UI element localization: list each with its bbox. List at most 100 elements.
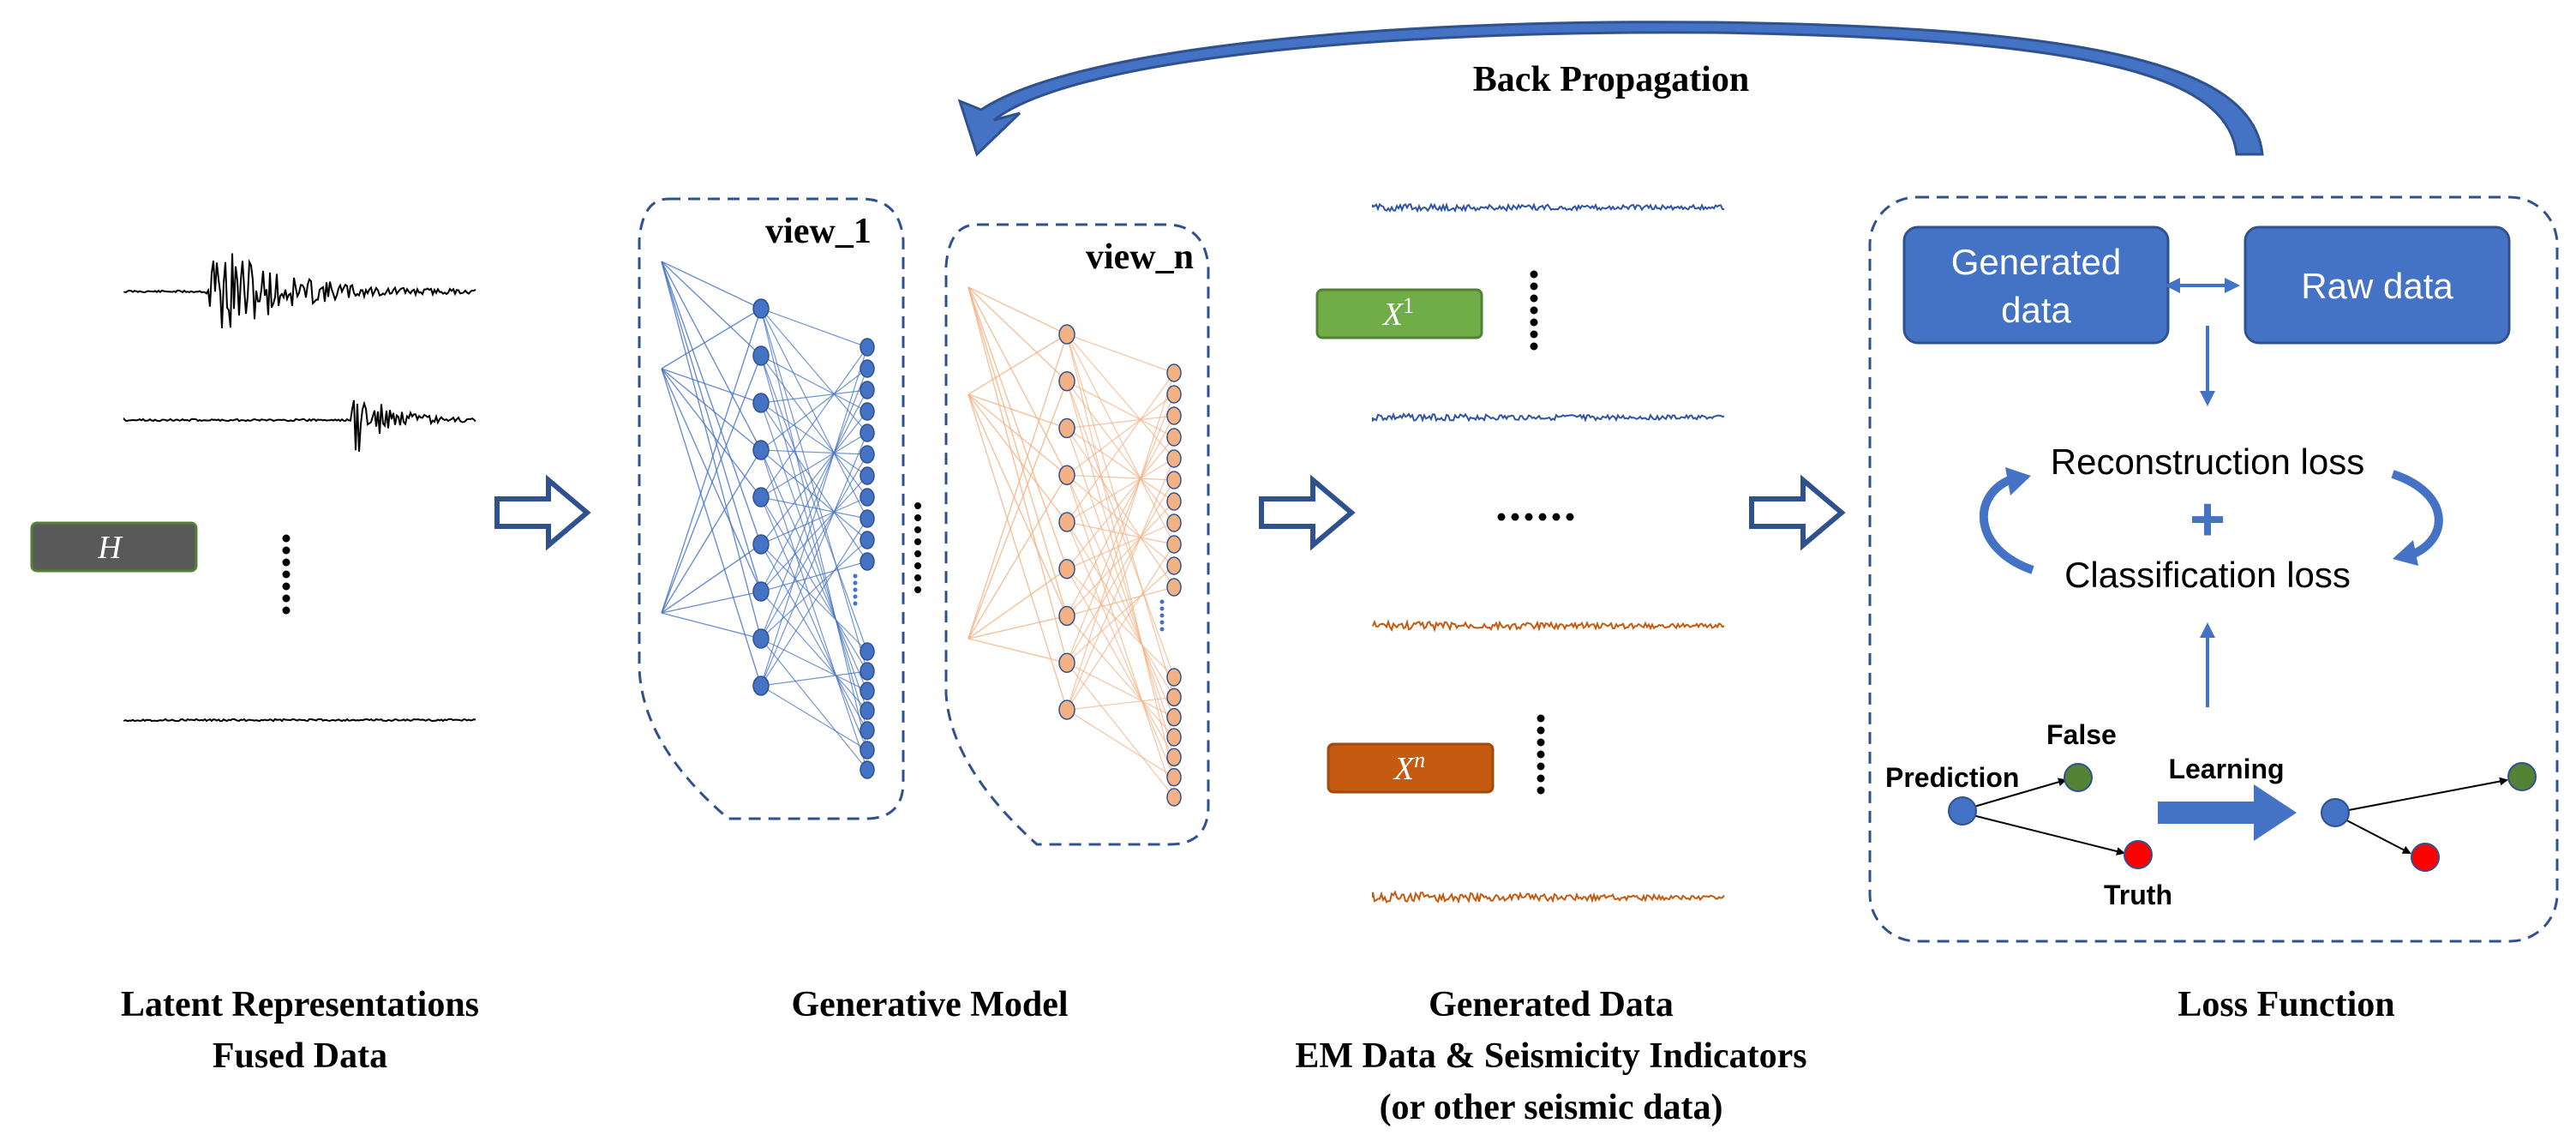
hidden-node xyxy=(1058,652,1075,673)
latent-waveforms xyxy=(123,253,476,723)
network-connection xyxy=(760,543,868,652)
network-connection xyxy=(661,261,762,357)
output-node xyxy=(1166,513,1182,532)
output-node xyxy=(860,531,875,549)
prediction-node xyxy=(1948,796,1977,826)
network-view-n xyxy=(967,286,1182,807)
waveform-gen-orange-1 xyxy=(1372,618,1725,633)
network-connection xyxy=(661,308,762,614)
view-1-label: view_1 xyxy=(765,212,872,251)
latent-caption-line1: Latent Representations xyxy=(121,985,479,1024)
network-connection xyxy=(967,474,1068,640)
false-node xyxy=(2064,763,2093,792)
network-connection xyxy=(760,591,868,712)
network-connection xyxy=(760,411,868,545)
output-node xyxy=(1166,385,1182,404)
truth-node xyxy=(2124,840,2153,869)
network-connection xyxy=(1066,586,1175,617)
network-connection xyxy=(661,368,762,687)
hidden-node xyxy=(752,676,770,696)
network-connection xyxy=(760,561,868,592)
waveform-gen-orange-2 xyxy=(1372,890,1725,904)
network-connection xyxy=(760,670,868,687)
output-node xyxy=(860,721,875,740)
hidden-node xyxy=(1058,417,1075,439)
generated-caption-line3: (or other seismic data) xyxy=(1380,1088,1723,1127)
svg-text:X1: X1 xyxy=(1381,293,1414,333)
waveform-latent-2 xyxy=(123,399,476,452)
network-connection xyxy=(661,261,762,451)
output-node xyxy=(860,338,875,357)
network-connection xyxy=(967,286,1068,476)
network-connection xyxy=(1066,474,1175,567)
network-connection xyxy=(661,308,762,369)
raw-data-label: Raw data xyxy=(2301,266,2453,306)
x1-label-box: X1 xyxy=(1315,288,1483,339)
output-node xyxy=(1166,767,1182,787)
network-connection xyxy=(661,368,762,451)
network-connection xyxy=(1066,568,1175,758)
output-node xyxy=(1166,406,1182,425)
view-n-label: view_n xyxy=(1086,237,1194,277)
hidden-node xyxy=(1058,324,1075,345)
network-connection xyxy=(1066,428,1175,502)
network-view-1 xyxy=(661,261,875,779)
false-label: False xyxy=(2046,719,2117,750)
learning-arrow: Learning xyxy=(2158,754,2297,841)
view-1-panel xyxy=(638,197,905,820)
flow-arrow-2 xyxy=(1259,474,1356,551)
network-connection xyxy=(760,685,868,751)
x1-label: X xyxy=(1381,297,1405,333)
network-connection xyxy=(1066,616,1175,738)
hidden-node xyxy=(1058,700,1075,720)
learned-false-node xyxy=(2507,762,2537,791)
generated-data-label-line1: Generated xyxy=(1951,242,2121,282)
network-connection xyxy=(760,368,868,640)
learning-label: Learning xyxy=(2168,754,2284,784)
network-connection xyxy=(1066,458,1175,711)
network-connection xyxy=(1066,333,1175,778)
output-node xyxy=(1166,449,1182,468)
network-connection xyxy=(661,543,762,614)
gap-dot xyxy=(853,580,858,586)
network-connection xyxy=(1066,436,1175,570)
network-connection xyxy=(967,615,1068,640)
network-connection xyxy=(760,308,868,751)
network-connection xyxy=(967,286,1068,616)
network-connection xyxy=(760,453,868,640)
generative-caption: Generative Model xyxy=(791,985,1068,1024)
network-connection xyxy=(967,333,1068,640)
output-node xyxy=(860,701,875,720)
reconstruction-loss-label: Reconstruction loss xyxy=(2051,441,2365,482)
generated-vertical-ellipsis-top xyxy=(1530,270,1538,351)
hidden-node xyxy=(1058,559,1075,580)
network-connection xyxy=(661,261,762,309)
waveform-gen-blue-1 xyxy=(1372,201,1724,213)
network-connection xyxy=(967,638,1068,664)
network-connection xyxy=(967,393,1068,429)
output-node xyxy=(1166,688,1182,707)
output-node xyxy=(860,445,875,464)
network-connection xyxy=(760,308,868,348)
flow-arrow-1 xyxy=(494,474,591,551)
back-propagation-title: Back Propagation xyxy=(1473,60,1749,99)
generated-vertical-ellipsis-bottom xyxy=(1537,714,1545,795)
network-connection xyxy=(1066,565,1175,664)
truth-label: Truth xyxy=(2104,880,2172,910)
gap-dot xyxy=(853,587,858,592)
network-connection xyxy=(1066,381,1175,438)
generated-caption-line2: EM Data & Seismicity Indicators xyxy=(1295,1036,1806,1076)
network-connection xyxy=(967,286,1068,382)
network-connection xyxy=(1066,393,1175,664)
output-node xyxy=(860,466,875,485)
xn-label-box: Xn xyxy=(1327,742,1495,794)
network-connection xyxy=(760,539,868,640)
network-connection xyxy=(760,449,868,771)
loss-function-caption: Loss Function xyxy=(2178,985,2394,1024)
gap-dot xyxy=(853,574,858,579)
network-connection xyxy=(1066,333,1175,374)
generated-horizontal-ellipsis xyxy=(1497,513,1574,521)
xn-superscript: n xyxy=(1414,748,1425,772)
network-connection xyxy=(760,638,868,771)
